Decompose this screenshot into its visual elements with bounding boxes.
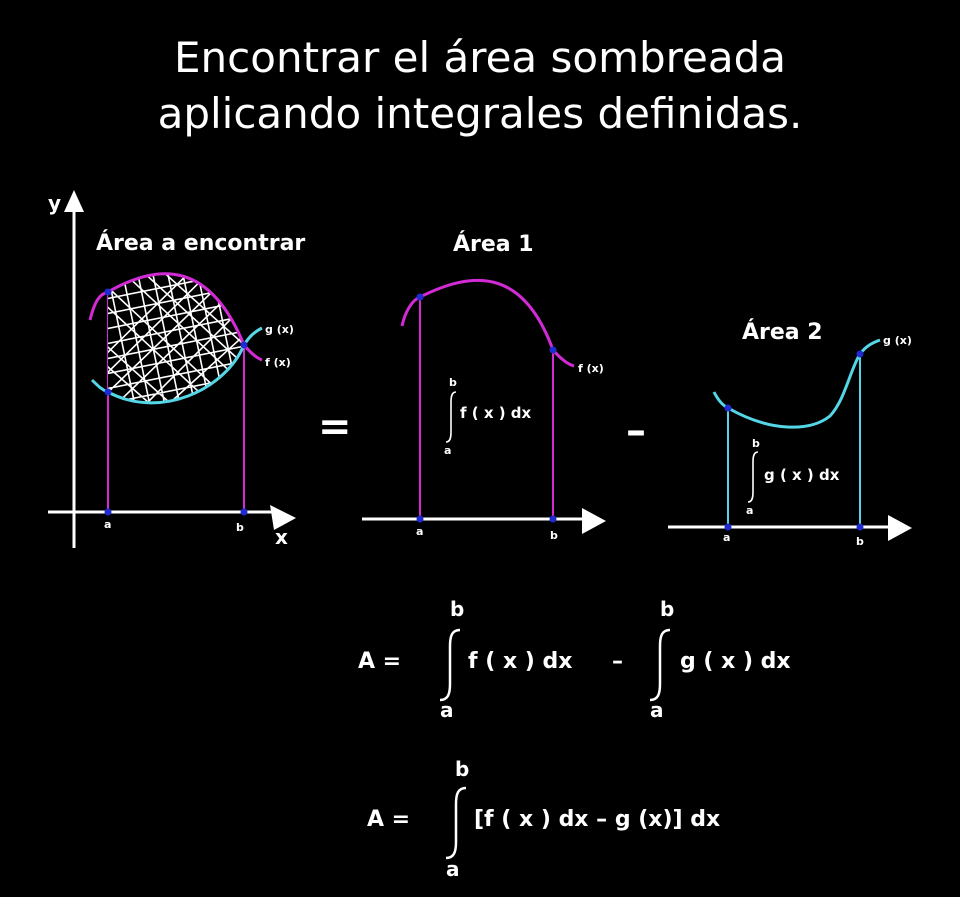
formula1-prefix: A = xyxy=(358,649,401,674)
panel1-x-label: x xyxy=(275,525,288,549)
formula1-int1-upper: b xyxy=(450,597,464,621)
panel2-heading: Área 1 xyxy=(453,231,534,257)
panel3-x-arrow-icon xyxy=(888,515,912,541)
title-line-2: aplicando integrales definidas. xyxy=(157,89,803,138)
panel1-label-g: g (x) xyxy=(265,323,294,336)
panel2-point xyxy=(416,293,424,301)
panel2-f-curve xyxy=(400,278,575,368)
panel2-upper-limit: b xyxy=(449,376,457,389)
panel3-upper-limit: b xyxy=(752,437,760,450)
formula2-body: [f ( x ) dx – g (x)] dx xyxy=(474,807,720,832)
page-title: Encontrar el área sombreada aplicando in… xyxy=(0,30,960,142)
panel1-heading: Área a encontrar xyxy=(96,230,305,256)
panel1-y-label: y xyxy=(48,191,61,215)
panel1-label-a: a xyxy=(104,518,111,531)
formula1-int2-body: g ( x ) dx xyxy=(680,649,791,674)
panel1-x-arrow-icon xyxy=(270,505,296,530)
formula1-integral-1-icon xyxy=(439,628,461,702)
formula2-lower: a xyxy=(446,857,460,881)
panel1-point xyxy=(104,288,112,296)
panel2-label-f: f (x) xyxy=(578,362,604,375)
panel2-label-b: b xyxy=(550,529,558,542)
panel3-label-a: a xyxy=(723,531,730,544)
panel1-y-arrow-icon xyxy=(64,190,84,212)
panel2-x-arrow-icon xyxy=(582,508,606,534)
panel-area-1: Área 1 a b f (x) b a f ( x ) dx xyxy=(362,231,606,542)
panel3-label-b: b xyxy=(856,535,864,548)
panel3-integrand: g ( x ) dx xyxy=(764,466,840,484)
panel1-point xyxy=(240,341,248,349)
formula-2: A = b a [f ( x ) dx – g (x)] dx xyxy=(367,757,720,881)
panel1-point xyxy=(240,508,248,516)
formula2-upper: b xyxy=(455,757,469,781)
panel3-point xyxy=(724,404,732,412)
formula-1: A = b a f ( x ) dx – b a g ( x ) dx xyxy=(358,597,791,722)
panel3-integral-icon xyxy=(747,451,759,503)
formula1-integral-2-icon xyxy=(649,628,671,702)
formula1-int1-body: f ( x ) dx xyxy=(468,649,572,674)
panel-area-2: Área 2 a b g (x) b a g ( x ) dx xyxy=(668,319,912,548)
title-line-1: Encontrar el área sombreada xyxy=(174,33,786,82)
panel2-integral-icon xyxy=(445,391,457,443)
formula1-int1-lower: a xyxy=(440,698,454,722)
panel1-shaded-area xyxy=(108,273,244,403)
formula2-integral-icon xyxy=(445,786,467,860)
panel2-point xyxy=(549,515,557,523)
panel2-lower-limit: a xyxy=(444,444,451,457)
formula1-int2-lower: a xyxy=(650,698,664,722)
panel3-heading: Área 2 xyxy=(742,319,823,345)
panel1-label-b: b xyxy=(236,521,244,534)
panel2-point xyxy=(549,346,557,354)
panel3-label-g: g (x) xyxy=(883,334,912,347)
equals-sign: = xyxy=(318,404,352,450)
panel-area-to-find: y x Área a encontrar a b g (x) f (x) xyxy=(48,190,305,549)
panel3-point xyxy=(724,523,732,531)
panel3-g-curve xyxy=(712,338,881,429)
panel1-g-curve xyxy=(90,326,263,405)
formula2-prefix: A = xyxy=(367,807,410,832)
panel3-point xyxy=(856,523,864,531)
panel2-point xyxy=(416,515,424,523)
panel2-integrand: f ( x ) dx xyxy=(460,404,532,422)
panel2-label-a: a xyxy=(416,525,423,538)
panel3-lower-limit: a xyxy=(746,504,753,517)
panel1-point xyxy=(104,508,112,516)
panel1-point xyxy=(104,388,112,396)
minus-sign: – xyxy=(626,408,646,454)
panel1-f-curve xyxy=(88,272,263,362)
formula1-int2-upper: b xyxy=(660,597,674,621)
panel1-label-f: f (x) xyxy=(265,356,291,369)
panel3-point xyxy=(856,350,864,358)
formula1-minus: – xyxy=(612,649,623,674)
